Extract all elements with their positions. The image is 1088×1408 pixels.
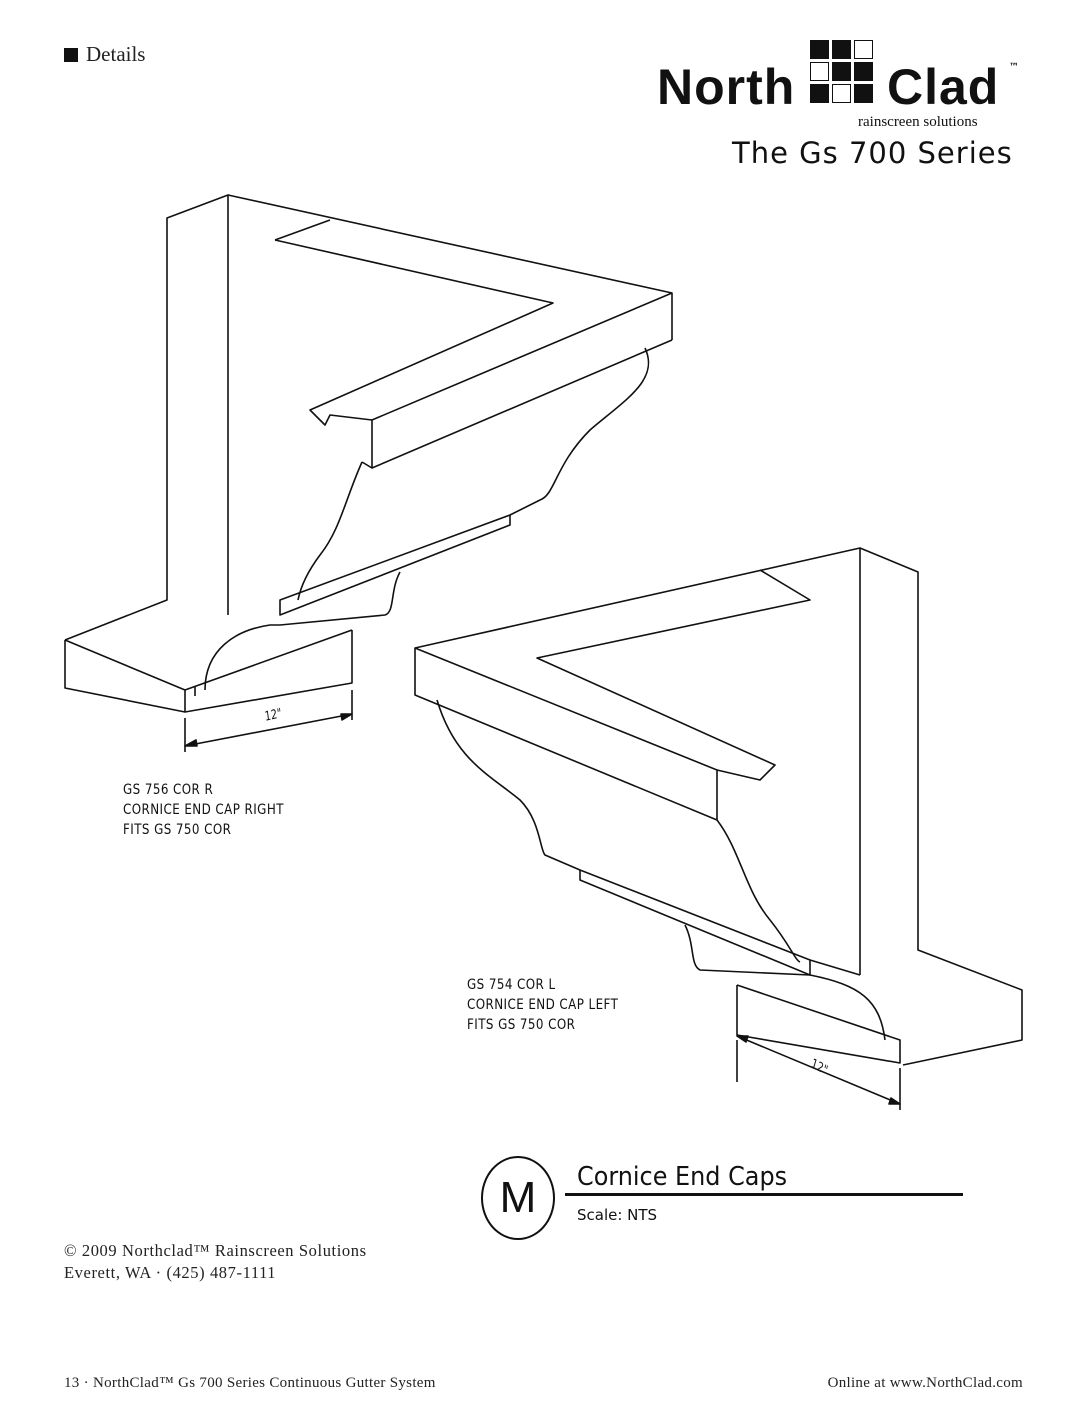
callout-end-cap-right: GS 756 COR R CORNICE END CAP RIGHT FITS … bbox=[123, 780, 284, 840]
part-fits: FITS GS 750 COR bbox=[467, 1017, 576, 1033]
caption-scale: Scale: NTS bbox=[577, 1206, 658, 1224]
square-bullet-icon bbox=[64, 47, 78, 62]
copyright-block: © 2009 Northclad™ Rainscreen Solutions E… bbox=[64, 1240, 367, 1284]
callout-end-cap-left: GS 754 COR L CORNICE END CAP LEFT FITS G… bbox=[467, 975, 618, 1035]
northclad-logo: North Clad ™ rainscreen solutions bbox=[655, 38, 1025, 133]
caption-divider bbox=[565, 1193, 963, 1196]
detail-letter-badge: M bbox=[481, 1156, 555, 1240]
part-number: GS 754 COR L bbox=[467, 977, 556, 993]
footer-website-link[interactable]: Online at www.NorthClad.com bbox=[827, 1375, 1023, 1391]
copyright-line: © 2009 Northclad™ Rainscreen Solutions bbox=[64, 1241, 367, 1260]
address-line: Everett, WA · (425) 487-1111 bbox=[64, 1263, 277, 1282]
caption-title: Cornice End Caps bbox=[577, 1162, 788, 1192]
drawing-end-cap-right bbox=[64, 194, 673, 752]
logo-word-right: Clad bbox=[887, 59, 1000, 115]
part-fits: FITS GS 750 COR bbox=[123, 822, 232, 838]
series-title: The Gs 700 Series bbox=[732, 136, 1013, 170]
footer-left: 13 · NorthClad™ Gs 700 Series Continuous… bbox=[64, 1375, 436, 1391]
part-description: CORNICE END CAP LEFT bbox=[467, 997, 619, 1013]
logo-grid-icon bbox=[810, 40, 873, 103]
drawing-end-cap-left bbox=[414, 547, 1023, 1110]
section-label-text: Details bbox=[86, 42, 146, 66]
logo-trademark: ™ bbox=[1009, 62, 1019, 73]
section-label: Details bbox=[64, 42, 145, 67]
part-number: GS 756 COR R bbox=[123, 782, 214, 798]
logo-word-left: North bbox=[657, 59, 796, 115]
logo-tagline: rainscreen solutions bbox=[858, 114, 978, 130]
part-description: CORNICE END CAP RIGHT bbox=[123, 802, 284, 818]
